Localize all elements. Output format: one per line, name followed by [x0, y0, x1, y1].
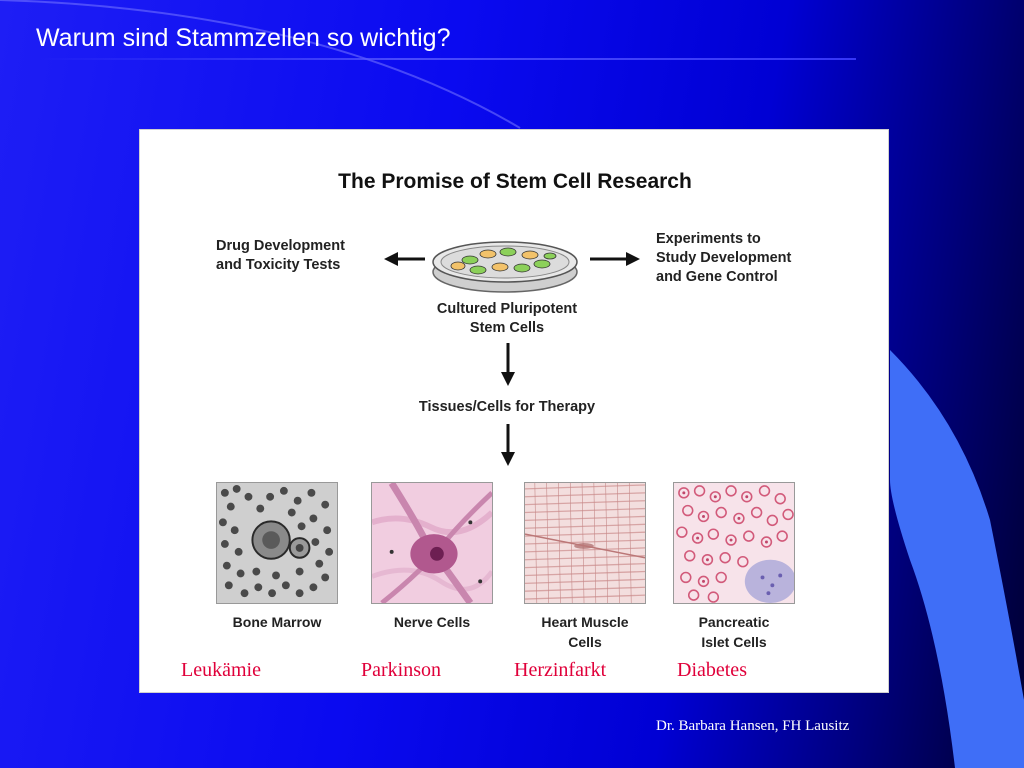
petri-dish-icon [432, 241, 578, 293]
disease-diabetes: Diabetes [677, 659, 747, 681]
stem-cell-figure: The Promise of Stem Cell Research Drug D… [139, 129, 889, 693]
pancreatic-islet-cells-label: Pancreatic Islet Cells [698, 614, 770, 650]
heart-muscle-cells-label: Heart Muscle Cells [541, 614, 629, 650]
nerve-cell-micrograph [371, 482, 493, 604]
flow-arrows [384, 252, 640, 466]
experiments-label: Experiments to Study Development and Gen… [656, 231, 792, 285]
disease-leukaemie: Leukämie [181, 659, 261, 681]
bone-marrow-micrograph [216, 482, 338, 604]
bone-marrow-label: Bone Marrow [232, 614, 322, 630]
pancreatic-islet-micrograph [673, 482, 795, 604]
nerve-cells-label: Nerve Cells [393, 614, 471, 630]
disease-herzinfarkt: Herzinfarkt [514, 659, 607, 681]
title-underline [36, 58, 856, 60]
cultured-stem-cells-label: Cultured Pluripotent Stem Cells [436, 301, 578, 336]
footer-credit: Dr. Barbara Hansen, FH Lausitz [656, 718, 850, 734]
disease-parkinson: Parkinson [361, 659, 441, 681]
slide-title: Warum sind Stammzellen so wichtig? [36, 24, 451, 52]
drug-development-label: Drug Development and Toxicity Tests [216, 238, 345, 273]
heart-muscle-micrograph [524, 482, 646, 604]
therapy-label: Tissues/Cells for Therapy [418, 399, 596, 415]
figure-title: The Promise of Stem Cell Research [338, 170, 692, 193]
